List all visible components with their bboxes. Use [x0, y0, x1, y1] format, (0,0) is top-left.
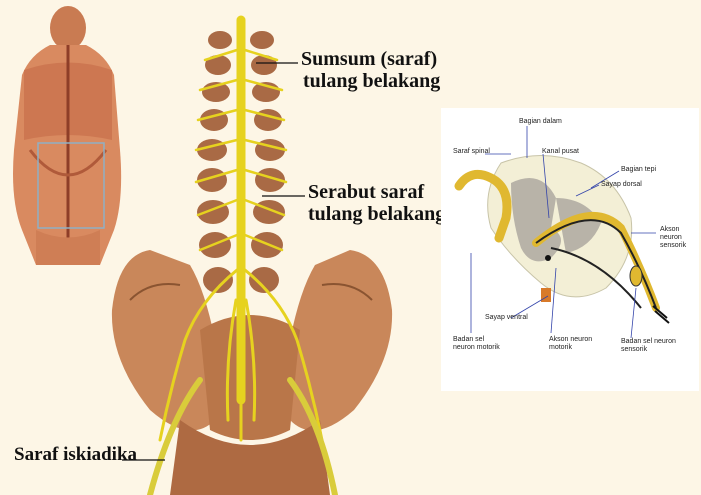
label-ventral-wing: Sayap ventral — [485, 314, 528, 322]
spinal-cord-label: Sumsum (saraf) tulang belakang — [301, 48, 440, 92]
human-back-figure — [13, 6, 121, 265]
label-spinal-nerve: Saraf spinal — [453, 148, 490, 156]
spinal-cross-section-panel: Bagian dalam Saraf spinal Kanal pusat Ba… — [441, 108, 699, 391]
label-outer-part: Bagian tepi — [621, 166, 656, 174]
label-motor-axon: Akson neuron motorik — [549, 336, 592, 352]
label-motor-cell-body: Badan sel neuron motorik — [453, 336, 500, 352]
spinal-nerve-fibers-label: Serabut saraf tulang belakang — [308, 181, 445, 225]
label-central-canal: Kanal pusat — [542, 148, 579, 156]
sciatic-nerve-label: Saraf iskiadika — [14, 444, 137, 466]
label-sensory-axon: Akson neuron sensorik — [660, 226, 686, 250]
label-sensory-cell-body: Badan sel neuron sensorik — [621, 338, 676, 354]
label-dorsal-wing: Sayap dorsal — [601, 181, 642, 189]
label-inner-part: Bagian dalam — [519, 118, 562, 126]
